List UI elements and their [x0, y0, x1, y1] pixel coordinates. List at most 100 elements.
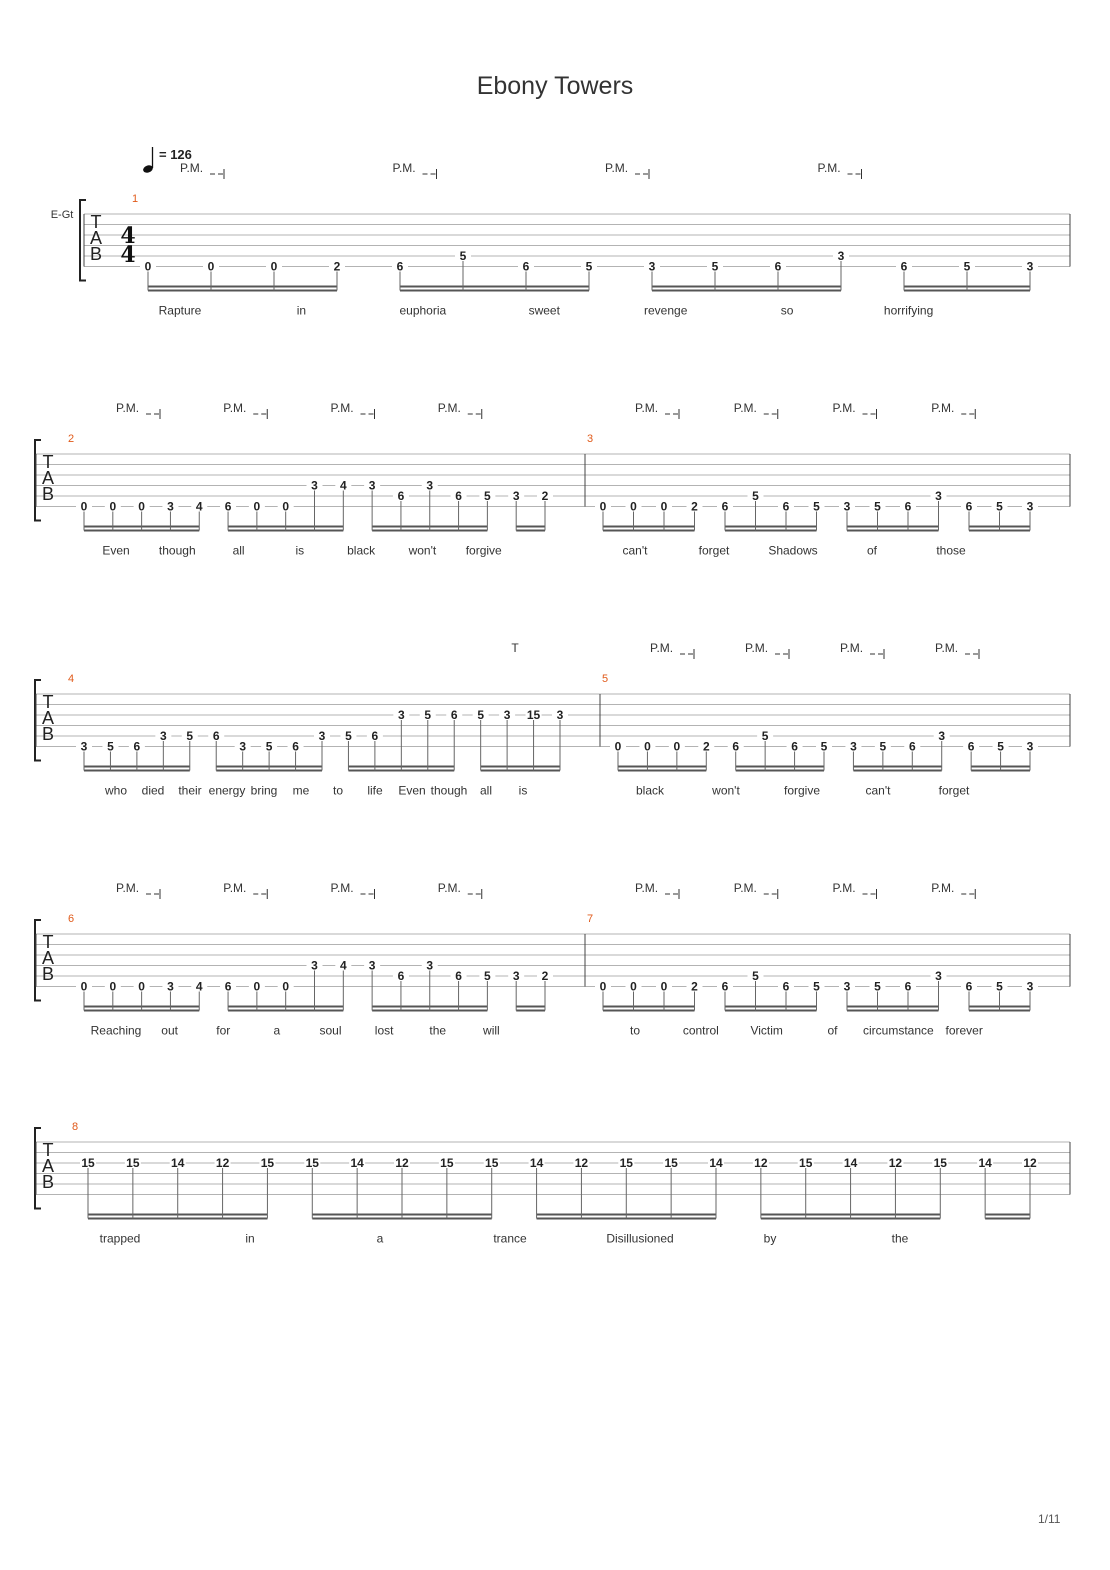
lyric-word: a [377, 1232, 384, 1246]
tab-clef-letter: T [43, 932, 54, 952]
palm-mute-marking: P.M. [393, 161, 416, 175]
palm-mute-marking: P.M. [223, 401, 246, 415]
fret-background [306, 479, 323, 491]
fret-number: 6 [905, 980, 912, 994]
palm-mute-marking: P.M. [635, 401, 658, 415]
palm-mute-marking: P.M. [840, 641, 863, 655]
system-bracket [34, 919, 41, 1002]
tab-clef-letter: T [91, 212, 102, 232]
fret-background [483, 1157, 500, 1168]
tab-clef-letter: A [90, 228, 102, 248]
fret-number: 2 [334, 260, 341, 274]
fret-number: 6 [225, 500, 232, 514]
fret-background [499, 709, 516, 720]
fret-number: 0 [109, 500, 116, 514]
fret-number: 5 [874, 500, 881, 514]
fret-number: 3 [319, 729, 326, 743]
palm-mute-marking: P.M. [931, 881, 954, 895]
tapping-marking: T [511, 641, 519, 655]
fret-background [392, 970, 409, 981]
bar-number: 6 [68, 913, 74, 925]
fret-number: 5 [424, 708, 431, 722]
fret-number: 6 [134, 740, 141, 754]
fret-number: 6 [451, 708, 458, 722]
quarter-note-icon [143, 147, 154, 173]
fret-number: 0 [661, 980, 668, 994]
fret-background [618, 1157, 635, 1168]
lyric-word: Rapture [159, 304, 202, 318]
lyric-word: forgive [784, 784, 820, 798]
fret-background [797, 1157, 814, 1168]
fret-number: 3 [844, 980, 851, 994]
lyric-word: of [867, 544, 878, 558]
fret-background [663, 1157, 680, 1168]
fret-number: 3 [1027, 500, 1034, 514]
fret-number: 3 [167, 500, 174, 514]
tab-clef-letter: A [42, 948, 54, 968]
tab-clef-letter: A [42, 708, 54, 728]
fret-background [419, 709, 436, 720]
fret-background [839, 500, 855, 512]
fret-number: 2 [691, 500, 698, 514]
tab-clef-letter: T [43, 1140, 54, 1160]
fret-number: 15 [81, 1156, 95, 1170]
fret-background [364, 479, 381, 491]
fret-background [364, 959, 381, 971]
fret-number: 5 [996, 500, 1003, 514]
fret-background [335, 479, 352, 491]
fret-number: 4 [196, 980, 203, 994]
fret-number: 0 [254, 500, 261, 514]
lyric-word: for [216, 1024, 230, 1038]
palm-mute-marking: P.M. [331, 401, 354, 415]
fret-background [266, 260, 282, 272]
fret-number: 3 [1027, 260, 1034, 274]
fret-number: 5 [813, 980, 820, 994]
fret-number: 3 [369, 479, 376, 493]
fret-background [869, 980, 886, 992]
fret-number: 6 [213, 729, 220, 743]
lyric-word: forget [699, 544, 730, 558]
fret-number: 6 [968, 740, 975, 754]
fret-background [727, 740, 744, 752]
fret-background [668, 740, 685, 752]
fret-background [869, 500, 886, 512]
lyric-word: so [781, 304, 794, 318]
fret-number: 15 [620, 1156, 634, 1170]
fret-background [479, 970, 496, 981]
fret-background [816, 740, 832, 752]
fret-number: 15 [485, 1156, 499, 1170]
fret-background [155, 730, 172, 741]
fret-number: 12 [1023, 1156, 1037, 1170]
fret-number: 4 [196, 500, 203, 514]
palm-mute-marking: P.M. [833, 401, 856, 415]
fret-background [335, 959, 352, 971]
lyric-word: trapped [100, 1232, 141, 1246]
fret-background [508, 970, 525, 981]
fret-number: 3 [239, 740, 246, 754]
palm-mute-marking: P.M. [605, 161, 628, 175]
fret-background [287, 740, 304, 752]
fret-background [394, 1157, 410, 1168]
bar-number: 7 [587, 913, 593, 925]
fret-background [340, 730, 357, 741]
fret-number: 5 [266, 740, 273, 754]
fret-number: 6 [523, 260, 530, 274]
fret-background [80, 1157, 96, 1168]
fret-number: 5 [821, 740, 828, 754]
fret-background [778, 980, 794, 992]
fret-background [991, 980, 1008, 992]
page-number: 1/11 [1038, 1512, 1061, 1526]
fret-background [104, 980, 121, 992]
fret-number: 6 [455, 969, 462, 983]
fret-number: 14 [978, 1156, 992, 1170]
fret-background [839, 980, 855, 992]
fret-number: 5 [752, 969, 759, 983]
fret-background [162, 980, 179, 992]
fret-number: 3 [935, 969, 942, 983]
fret-background [977, 1157, 994, 1168]
lyric-word: will [482, 1024, 500, 1038]
fret-number: 3 [81, 740, 88, 754]
fret-number: 3 [513, 489, 520, 503]
fret-background [234, 740, 251, 752]
